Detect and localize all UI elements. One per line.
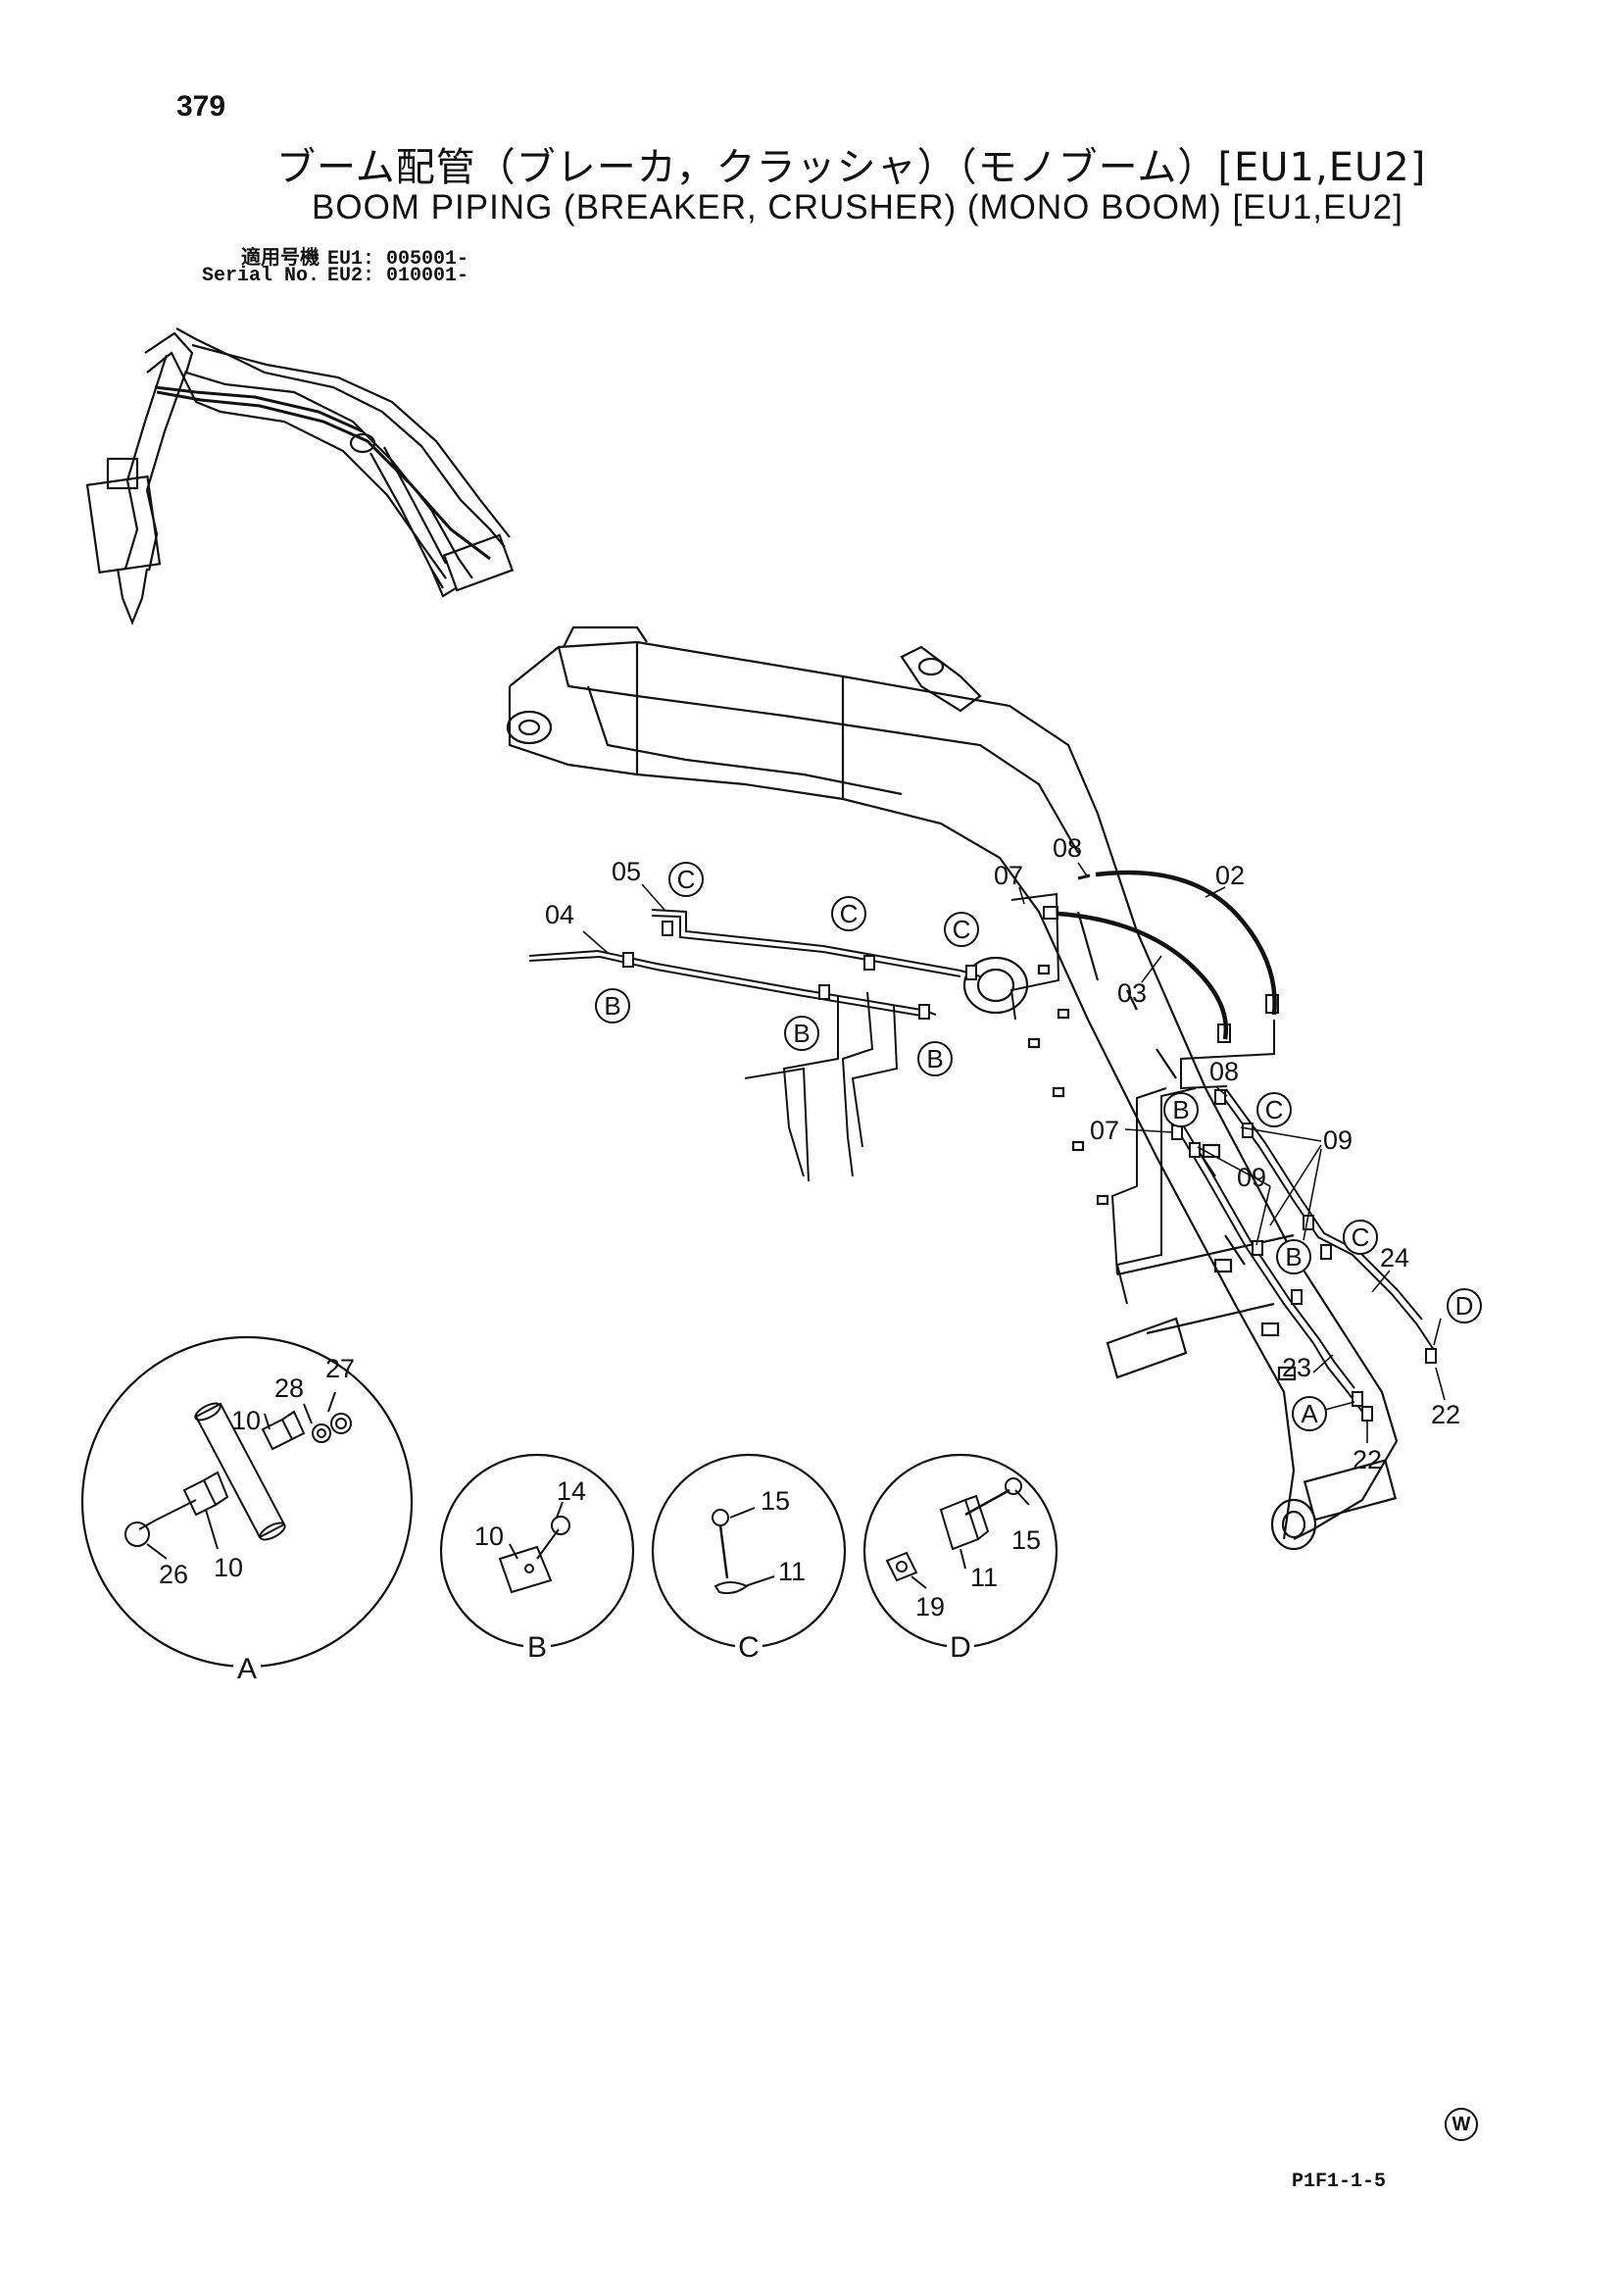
callout-08-upper: 08 — [1053, 833, 1082, 863]
svg-text:B: B — [1285, 1242, 1302, 1272]
detail-c-part-11: 11 — [778, 1557, 806, 1586]
clamp-c-circle-2: C — [831, 896, 866, 931]
page-number: 379 — [176, 90, 226, 123]
detail-b-part-14: 14 — [557, 1476, 586, 1506]
callout-03: 03 — [1117, 978, 1147, 1008]
detail-a: 27 28 10 10 26 A — [80, 1335, 414, 1685]
svg-text:B: B — [1172, 1095, 1189, 1124]
svg-text:A: A — [1301, 1399, 1318, 1428]
clamp-a-circle-1: A — [1292, 1396, 1327, 1431]
detail-b-label: B — [527, 1631, 547, 1664]
clamp-d-circle-1: D — [1447, 1288, 1482, 1323]
serial-label-jp: 適用号機 — [241, 248, 320, 271]
callout-22-left: 22 — [1353, 1445, 1382, 1474]
serial-eu1: EU1: 005001- — [327, 248, 469, 271]
detail-a-part-27: 27 — [325, 1354, 355, 1383]
callout-05: 05 — [612, 857, 641, 886]
serial-row-eu2: Serial No. EU2: 010001- — [172, 265, 468, 287]
svg-text:C: C — [1265, 1095, 1284, 1124]
leader-lines — [582, 862, 1446, 1443]
detail-c-part-15: 15 — [761, 1486, 790, 1516]
detail-b: 14 10 B — [439, 1453, 635, 1664]
clamp-b-circle-1: B — [595, 988, 630, 1023]
svg-text:C: C — [677, 865, 696, 894]
callout-09-upper: 09 — [1323, 1125, 1353, 1155]
detail-d-part-19: 19 — [915, 1592, 945, 1622]
detail-d: 15 11 19 D — [862, 1453, 1058, 1664]
clamp-letter-circles: B B B B B C C C — [595, 862, 1482, 1431]
detail-d-label: D — [950, 1631, 971, 1664]
clamp-c-circle-4: C — [1256, 1092, 1292, 1127]
clamp-b-circle-5: B — [1276, 1239, 1311, 1274]
callout-23: 23 — [1282, 1353, 1311, 1382]
serial-eu2: EU2: 010001- — [327, 265, 469, 287]
detail-b-part-10: 10 — [474, 1522, 504, 1551]
callout-08-lower: 08 — [1209, 1057, 1239, 1086]
svg-text:B: B — [793, 1019, 810, 1048]
callout-02: 02 — [1215, 861, 1245, 890]
svg-text:B: B — [926, 1044, 943, 1073]
detail-a-part-28: 28 — [274, 1373, 304, 1403]
serial-row-eu1: 適用号機 EU1: 005001- — [172, 241, 468, 271]
title-japanese: ブーム配管（ブレーカ，クラッシャ）（モノブーム）[EU1,EU2] — [276, 145, 1427, 190]
detail-d-part-15: 15 — [1011, 1525, 1041, 1555]
serial-label-en: Serial No. — [201, 265, 320, 287]
detail-a-part-10-upper: 10 — [231, 1406, 261, 1435]
svg-text:B: B — [604, 991, 620, 1021]
clamp-c-circle-5: C — [1343, 1220, 1378, 1255]
detail-a-part-26: 26 — [159, 1560, 188, 1589]
svg-text:D: D — [1455, 1291, 1474, 1321]
callout-07-lower: 07 — [1090, 1116, 1119, 1145]
overview-thumbnail — [85, 327, 515, 625]
boom-structure — [506, 625, 1399, 1551]
callout-24: 24 — [1380, 1243, 1409, 1273]
clamp-b-circle-2: B — [784, 1016, 819, 1051]
clamp-c-circle-1: C — [668, 862, 704, 897]
svg-text:C: C — [840, 899, 859, 928]
detail-c: 15 11 C — [651, 1453, 847, 1664]
clamp-b-circle-4: B — [1163, 1092, 1199, 1127]
detail-a-part-10-lower: 10 — [214, 1553, 243, 1582]
drawing-code: P1F1-1-5 — [1292, 2171, 1387, 2193]
svg-text:C: C — [953, 915, 971, 944]
boom-pipes — [528, 870, 1437, 1413]
callout-numbers: 04 05 07 08 02 03 08 07 09 09 24 23 22 2… — [545, 833, 1460, 1474]
detail-c-label: C — [738, 1631, 760, 1664]
svg-text:C: C — [1352, 1223, 1370, 1252]
clamp-b-circle-3: B — [917, 1041, 953, 1076]
callout-09-lower: 09 — [1237, 1163, 1266, 1192]
detail-a-label: A — [237, 1653, 257, 1685]
w-symbol: W — [1445, 2108, 1478, 2141]
callout-07-upper: 07 — [994, 861, 1023, 890]
detail-d-part-11: 11 — [970, 1563, 998, 1592]
callout-22-right: 22 — [1431, 1400, 1460, 1429]
clamp-c-circle-3: C — [944, 912, 979, 947]
title-english: BOOM PIPING (BREAKER, CRUSHER) (MONO BOO… — [312, 188, 1403, 226]
callout-04: 04 — [545, 900, 574, 929]
